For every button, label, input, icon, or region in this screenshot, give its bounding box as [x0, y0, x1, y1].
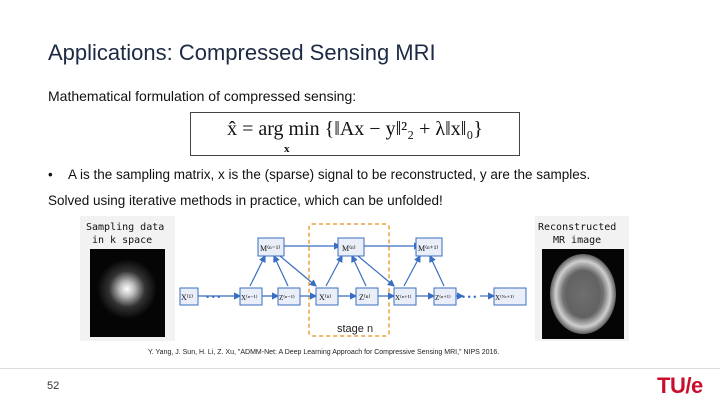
- footer-divider: [0, 368, 720, 369]
- node-x-next-label: X⁽ⁿ⁺¹⁾: [395, 294, 412, 302]
- mr-label-1: Reconstructed: [538, 222, 616, 233]
- node-m-next-label: M⁽ⁿ⁺¹⁾: [418, 244, 438, 253]
- stage-label: stage n: [337, 323, 373, 335]
- slide-subtitle: Mathematical formulation of compressed s…: [48, 88, 357, 104]
- node-m-next: [415, 237, 443, 257]
- equation-main: x̂ = arg min {‖Ax − y‖²₂ + λ‖x‖₀}: [227, 118, 483, 140]
- bullet-marker: •: [48, 167, 53, 182]
- mr-label-2: MR image: [553, 235, 601, 246]
- node-z-cur-label: Z⁽ⁿ⁾: [359, 293, 370, 302]
- node-m-cur: [337, 237, 365, 257]
- equation-box: x̂ = arg min {‖Ax − y‖²₂ + λ‖x‖₀} x: [190, 112, 520, 156]
- brain-inner: [565, 270, 601, 318]
- slide-title: Applications: Compressed Sensing MRI: [48, 40, 436, 65]
- ellipsis-left: • • •: [206, 292, 220, 302]
- node-x1-label: X⁽¹⁾: [181, 293, 193, 302]
- page-number: 52: [47, 380, 60, 392]
- network-area: [178, 216, 533, 341]
- node-x-cur: [315, 287, 339, 306]
- node-x-prev: [239, 287, 263, 306]
- node-x-final: [493, 287, 527, 306]
- bullet-item: • A is the sampling matrix, x is the (spa…: [48, 167, 590, 182]
- top-nodes: M⁽ⁿ⁻¹⁾ M⁽ⁿ⁾ M⁽ⁿ⁺¹⁾: [257, 237, 443, 257]
- ellipsis-right: • • •: [462, 292, 476, 302]
- node-x-final-label: X⁽ᴺˢ⁺¹⁾: [495, 294, 514, 302]
- node-m-cur-label: M⁽ⁿ⁾: [342, 244, 356, 253]
- node-x-cur-label: X⁽ⁿ⁾: [319, 293, 331, 302]
- kspace-label-1: Sampling data: [86, 222, 164, 233]
- kspace-glow: [97, 259, 157, 319]
- node-z-next-label: Z⁽ⁿ⁺¹⁾: [435, 294, 451, 302]
- equation: x̂ = arg min {‖Ax − y‖²₂ + λ‖x‖₀} x: [191, 118, 519, 155]
- node-m-prev-label: M⁽ⁿ⁻¹⁾: [260, 244, 280, 253]
- node-z-cur: [355, 287, 379, 306]
- stage-box: [308, 223, 390, 337]
- node-x1: [179, 287, 199, 306]
- bottom-nodes: X⁽¹⁾ X⁽ⁿ⁻¹⁾ Z⁽ⁿ⁻¹⁾ X⁽ⁿ⁾ Z⁽ⁿ⁾ X⁽ⁿ⁺¹⁾ Z⁽ⁿ⁺…: [179, 287, 527, 306]
- bullet-text: A is the sampling matrix, x is the (spar…: [68, 167, 591, 182]
- tue-logo: TU/e: [657, 373, 703, 398]
- node-z-next: [433, 287, 457, 306]
- node-x-next: [393, 287, 417, 306]
- node-z-prev: [277, 287, 301, 306]
- network-edges: [196, 242, 496, 300]
- citation: Y. Yang, J. Sun, H. Li, Z. Xu, "ADMM-Net…: [148, 349, 500, 356]
- kspace-label-2: in k space: [92, 235, 152, 246]
- admm-net-figure: Sampling data in k space Reconstructed M…: [80, 216, 629, 341]
- equation-subscript: x: [284, 143, 290, 155]
- solved-text: Solved using iterative methods in practi…: [48, 193, 443, 208]
- node-m-prev: [257, 237, 285, 257]
- node-x-prev-label: X⁽ⁿ⁻¹⁾: [241, 294, 258, 302]
- node-z-prev-label: Z⁽ⁿ⁻¹⁾: [279, 294, 295, 302]
